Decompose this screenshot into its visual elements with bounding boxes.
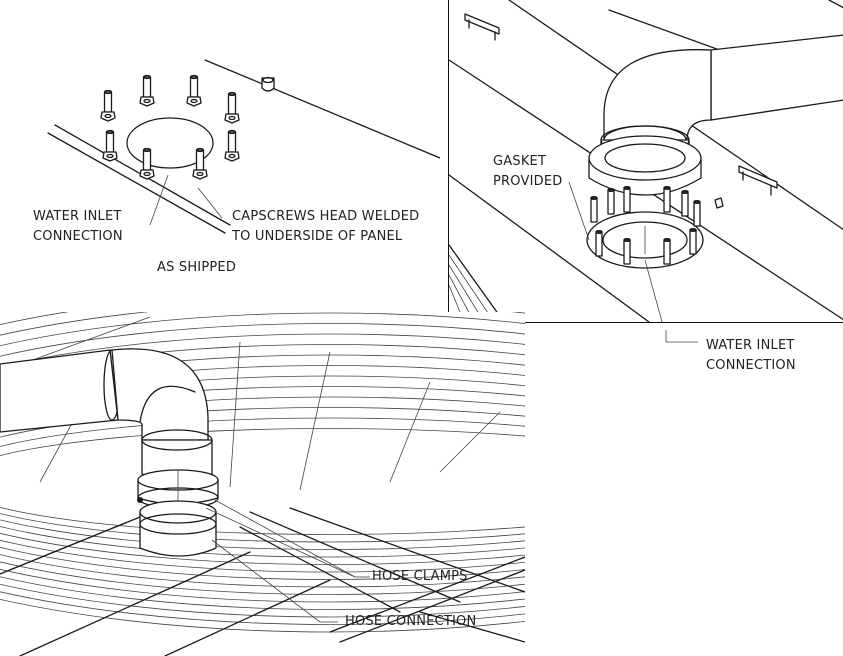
pipe-elbow	[603, 49, 712, 141]
hose-drawing	[0, 312, 525, 656]
lifting-lug-icon	[738, 165, 778, 196]
leader-water-inlet-tail	[665, 330, 698, 343]
hose-connection-view: HOSE CLAMPS HOSE CONNECTION	[0, 312, 525, 656]
gasket-label: GASKET PROVIDED	[493, 152, 562, 192]
panel-edge-5	[449, 244, 505, 322]
horizontal-pipe	[0, 349, 119, 433]
flange-bolt-icon	[595, 230, 603, 257]
fan-ring	[0, 354, 525, 588]
capscrew-icon	[192, 147, 208, 180]
label-line: WATER INLET	[706, 338, 795, 353]
fan-ring	[0, 375, 525, 573]
fan-ring	[0, 396, 525, 558]
label-line: PROVIDED	[493, 174, 563, 189]
as-shipped-caption: AS SHIPPED	[157, 260, 237, 275]
flange-bolt-icon	[681, 190, 689, 217]
label-line: CONNECTION	[33, 229, 123, 244]
panel-edge-4	[449, 174, 650, 322]
capscrews	[100, 74, 240, 180]
water-inlet-opening	[126, 117, 214, 169]
leader-hose-connection	[211, 539, 321, 623]
fan-ring	[0, 344, 525, 595]
label-line: CONNECTION	[706, 358, 796, 373]
fan-ring	[0, 333, 525, 603]
leader-water-inlet	[644, 259, 663, 322]
flange-bolt-icon	[689, 228, 697, 255]
flange-bolt-icon	[663, 186, 671, 213]
lifting-lug-icon	[464, 13, 500, 41]
flange-bolt-icon	[623, 186, 631, 213]
leader-hose-clamps-1	[214, 499, 356, 578]
small-nut-icon	[714, 197, 724, 209]
label-line: GASKET	[493, 154, 547, 169]
capscrews-label: CAPSCREWS HEAD WELDED TO UNDERSIDE OF PA…	[232, 207, 419, 247]
capscrew-icon	[224, 91, 240, 124]
water-inlet-label: WATER INLET CONNECTION	[33, 207, 123, 247]
leader-hose-clamps-2	[205, 507, 356, 578]
capscrew-icon	[139, 74, 155, 107]
platform-edges	[0, 507, 525, 656]
flange-bolt-icon	[607, 188, 615, 215]
label-line: WATER INLET	[33, 209, 122, 224]
flange-bolt-icon	[693, 200, 701, 227]
fan-ring	[0, 407, 525, 550]
fan-ring	[0, 417, 525, 543]
label-line: CAPSCREWS HEAD WELDED	[232, 209, 420, 224]
leader-capscrews	[197, 187, 223, 219]
leader-gasket	[568, 181, 590, 241]
as-shipped-view: WATER INLET CONNECTION CAPSCREWS HEAD WE…	[0, 0, 440, 300]
lifting-lug-icon	[261, 76, 275, 92]
hose-clamps-label: HOSE CLAMPS	[372, 569, 468, 584]
flange-bolt-icon	[623, 238, 631, 265]
pipe-elbow	[111, 348, 209, 441]
clamp-screw-icon	[137, 497, 143, 503]
flange-bolts	[590, 186, 701, 265]
horizontal-pipe	[710, 34, 843, 121]
flange-bolt-icon	[663, 238, 671, 265]
fan-ring	[0, 386, 525, 565]
label-line: TO UNDERSIDE OF PANEL	[232, 229, 403, 244]
as-shipped-drawing	[47, 59, 440, 234]
fan-ring	[0, 323, 525, 610]
capscrew-icon	[224, 129, 240, 162]
hose-connection-label: HOSE CONNECTION	[345, 614, 477, 629]
installed-flange-view: GASKET PROVIDED	[448, 0, 843, 323]
water-inlet-label-right: WATER INLET CONNECTION	[706, 336, 796, 376]
capscrew-icon	[102, 129, 118, 162]
flange-bolt-icon	[590, 196, 598, 223]
capscrew-icon	[186, 74, 202, 107]
panel-edge-front-2	[47, 132, 226, 234]
panel-edge-top	[204, 59, 440, 159]
fan-ring	[0, 428, 525, 535]
fan-ring	[0, 312, 525, 625]
flange-drawing	[449, 0, 843, 322]
capscrew-icon	[100, 89, 116, 122]
capscrew-icon	[139, 147, 155, 180]
inlet-opening	[602, 221, 688, 259]
fan-ring	[0, 312, 525, 618]
leader-water-inlet	[149, 174, 169, 226]
